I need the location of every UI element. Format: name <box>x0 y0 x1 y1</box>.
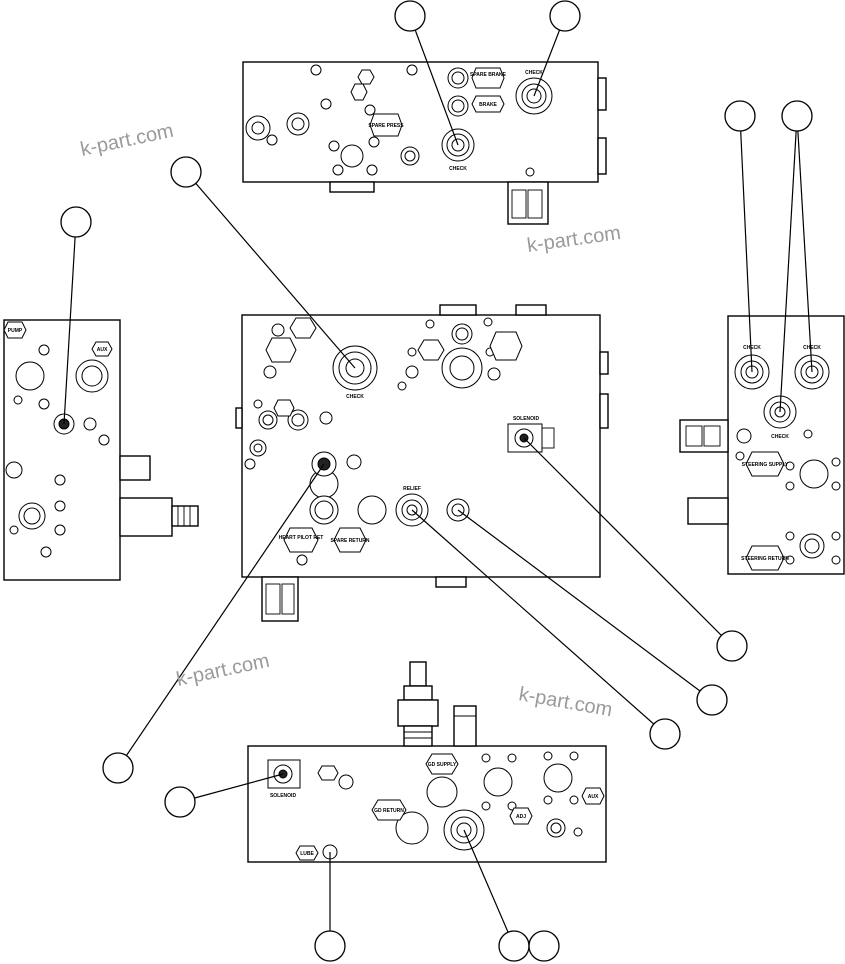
callout-bubble <box>549 0 581 32</box>
watermark-text: k-part.com <box>78 120 175 161</box>
callout-bubble <box>716 630 748 662</box>
solenoid-label-bottom: SOLENOID <box>270 793 297 799</box>
right-valve-block: CHECK CHECK CHECK STEERING SUPPLY STEERI… <box>679 315 845 575</box>
adj-label: ADJ <box>516 814 526 820</box>
relief-label: RELIEF <box>403 486 421 492</box>
spare-press-label: SPARE PRESS <box>368 123 404 129</box>
check-label-right-2: CHECK <box>803 345 821 351</box>
watermark-text: k-part.com <box>526 222 623 257</box>
callout-bubble <box>724 100 756 132</box>
spare-return-label: SPARE RETURN <box>330 538 369 544</box>
steering-return-label: STEERING RETURN <box>741 556 789 562</box>
callout-bubble <box>781 100 813 132</box>
callout-bubble <box>102 752 134 784</box>
gd-supply-label: GD SUPPLY <box>428 762 457 768</box>
gd-return-label: GD RETURN <box>374 808 404 814</box>
callout-bubble <box>498 930 530 962</box>
callout-bubble <box>528 930 560 962</box>
callout-bubble <box>164 786 196 818</box>
heart-pilot-ret-label: HEART PILOT RET <box>279 535 324 541</box>
spare-brake-label: SPARE BRAKE <box>470 72 507 78</box>
pump-label: PUMP <box>8 328 23 334</box>
solenoid-label-center: SOLENOID <box>513 416 540 422</box>
check-label-right-3: CHECK <box>771 434 789 440</box>
check-label-right-1: CHECK <box>743 345 761 351</box>
callout-bubble <box>394 0 426 32</box>
check-label-center: CHECK <box>346 394 364 400</box>
check-label-top-center: CHECK <box>449 166 467 172</box>
left-valve-block: PUMP AUX <box>3 319 199 581</box>
watermark-text: k-part.com <box>174 650 271 691</box>
aux-label-left: AUX <box>97 347 108 353</box>
bottom-valve-block: SOLENOID GD SUPPLY GD RETURN ADJ AUX LUB… <box>247 661 607 863</box>
callout-bubble <box>170 156 202 188</box>
callout-bubble <box>314 930 346 962</box>
callout-bubble <box>696 684 728 716</box>
center-valve-block: SOLENOID RELIEF CHECK HEART PILOT RET SP… <box>235 304 609 622</box>
callout-bubbles <box>60 0 813 962</box>
steering-supply-label: STEERING SUPPLY <box>742 462 789 468</box>
callout-bubble <box>60 206 92 238</box>
check-label-top-right: CHECK <box>525 70 543 76</box>
top-valve-block: SPARE BRAKE BRAKE SPARE PRESS CHECK CHEC… <box>242 61 607 225</box>
brake-label: BRAKE <box>479 102 497 108</box>
aux-label-bottom: AUX <box>588 794 599 800</box>
lube-label: LUBE <box>300 851 314 857</box>
callout-bubble <box>649 718 681 750</box>
watermark-text: k-part.com <box>517 683 614 721</box>
